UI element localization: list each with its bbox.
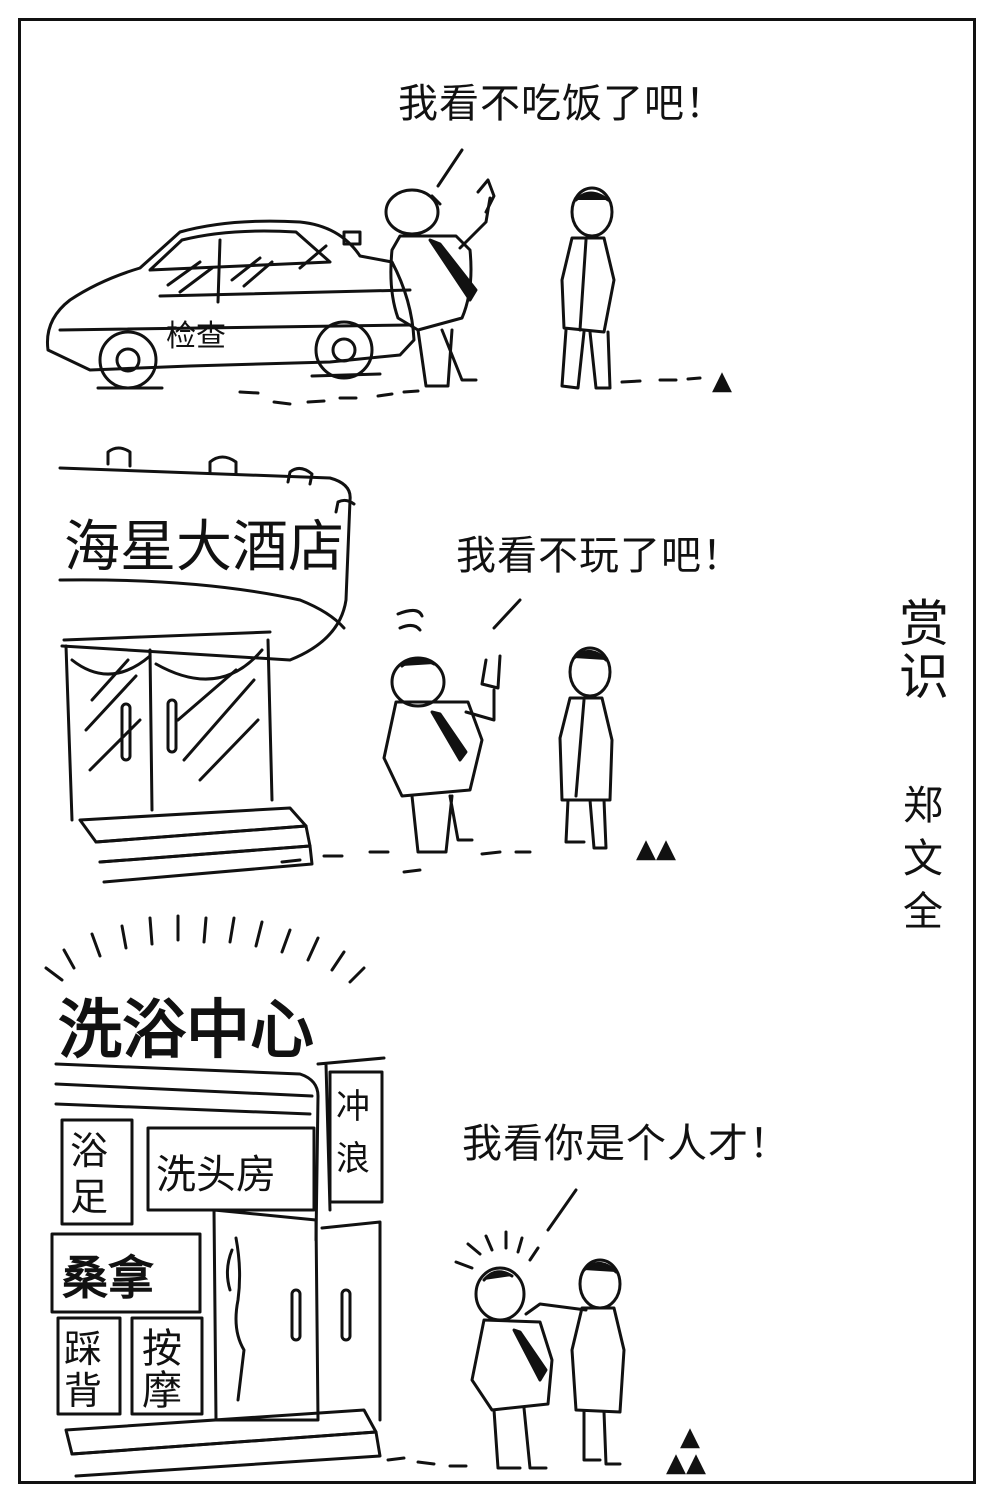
comic-title: 赏 识 [896,598,952,703]
boss-figure-2 [382,609,502,854]
speech-panel-2: 我看不玩了吧！ [456,533,743,579]
foot-bath-sign-char-2: 足 [70,1175,108,1219]
comic-frame [18,18,976,1484]
car-sign-text: 检查 [166,319,226,354]
panel-1-drawing [45,148,702,406]
panel-3-drawing [44,914,626,1478]
massage-sign-char-1: 按 [142,1326,182,1372]
surf-sign-char-1: 冲 [336,1087,370,1127]
panel-2-marker: ▲▲ [636,834,676,864]
speech-panel-1: 我看不吃饭了吧！ [398,81,726,127]
bath-center-sign-text: 洗浴中心 [58,994,314,1068]
panel-2-drawing [58,446,614,884]
author-char-2: 文 [903,835,943,882]
comic-author: 郑 文 全 [898,780,948,938]
back-walk-sign-char-2: 背 [64,1369,102,1413]
young-man-figure-2 [558,646,614,850]
title-char-1: 赏 [899,595,949,653]
surf-sign-char-2: 浪 [336,1139,370,1179]
hotel-building [58,446,356,884]
young-man-figure-1 [560,186,616,390]
author-char-3: 全 [903,888,943,935]
hair-salon-sign-text: 洗头房 [156,1152,276,1198]
massage-sign-char-2: 摩 [142,1368,182,1414]
panel-3-marker-top: ▲ [680,1422,700,1452]
speech-panel-3: 我看你是个人才！ [462,1121,790,1167]
panel-1-marker: ▲ [712,366,732,396]
author-char-1: 郑 [903,783,943,829]
title-char-2: 识 [899,647,949,706]
boss-figure-3 [454,1230,554,1470]
young-man-figure-3 [524,1258,626,1466]
panel-3-marker-bottom: ▲▲ [666,1448,706,1478]
inspection-car [45,219,416,390]
back-walk-sign-char-1: 踩 [64,1327,102,1371]
boss-figure-1 [384,178,496,388]
foot-bath-sign-char-1: 浴 [70,1129,108,1173]
hotel-sign-text: 海星大酒店 [64,515,344,580]
sauna-sign-text: 桑拿 [62,1251,155,1305]
